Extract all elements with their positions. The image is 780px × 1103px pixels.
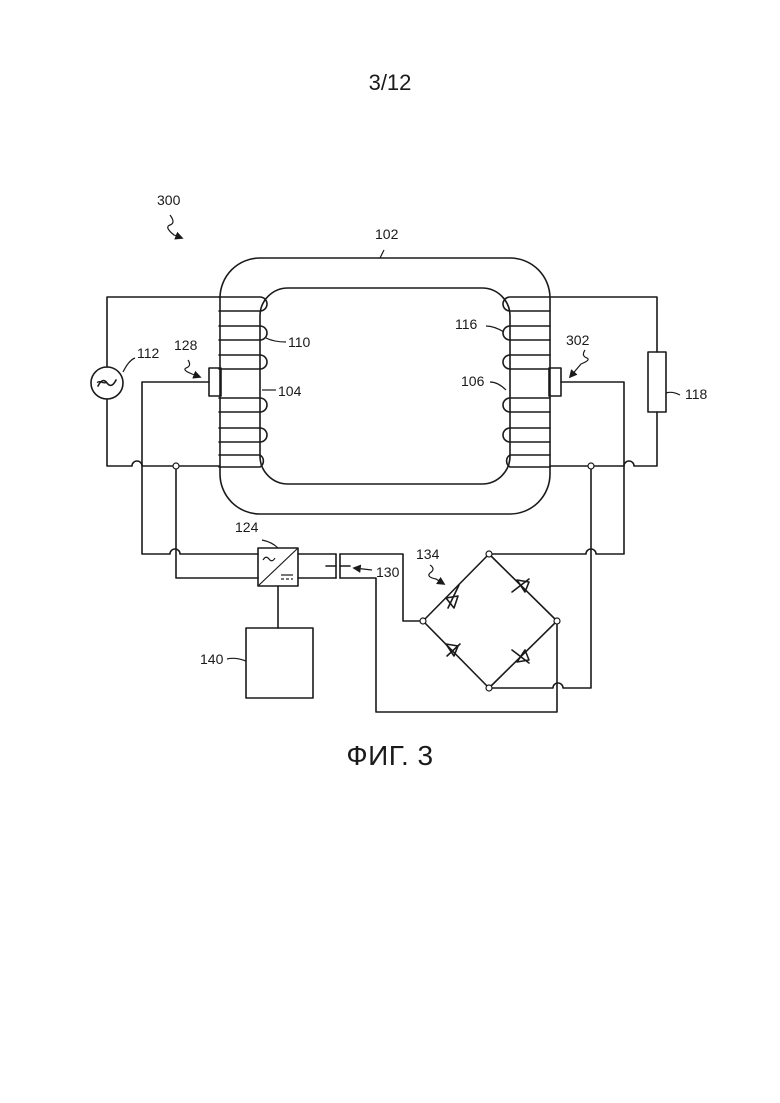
label-302: 302	[566, 332, 590, 348]
source-top-wire	[107, 297, 219, 367]
figure-caption: ФИГ. 3	[0, 740, 780, 772]
capacitor	[326, 554, 350, 578]
arrow-134	[429, 565, 444, 584]
label-140: 140	[200, 651, 224, 667]
label-116: 116	[455, 316, 478, 332]
label-124: 124	[235, 519, 259, 535]
label-110: 110	[288, 334, 311, 350]
leader-110	[266, 338, 286, 342]
ac-symbol: ~	[96, 372, 108, 394]
label-118: 118	[685, 386, 708, 402]
arrow-128	[185, 360, 200, 377]
rectifier-bridge	[420, 551, 560, 691]
ac-dc-converter	[258, 548, 298, 586]
label-130: 130	[376, 564, 400, 580]
load-bottom-wire	[550, 412, 657, 466]
junction-node	[588, 463, 594, 469]
leader-124	[262, 540, 278, 548]
label-104: 104	[278, 383, 302, 399]
label-300: 300	[157, 192, 181, 208]
storage-block	[246, 628, 313, 698]
leader-112	[123, 358, 135, 372]
arrow-302	[570, 350, 588, 377]
leader-118	[666, 392, 680, 395]
leader-116	[486, 326, 504, 332]
label-134: 134	[416, 546, 440, 562]
arrow-300	[168, 215, 182, 238]
arrow-130	[354, 568, 372, 570]
junction-node	[173, 463, 179, 469]
load-resistor	[648, 352, 666, 412]
leader-140	[227, 658, 246, 661]
leader-102	[380, 250, 384, 258]
leader-106	[490, 382, 506, 390]
label-128: 128	[174, 337, 198, 353]
label-106: 106	[461, 373, 485, 389]
label-112: 112	[137, 345, 160, 361]
source-bottom-wire	[107, 399, 219, 466]
label-102: 102	[375, 226, 399, 242]
